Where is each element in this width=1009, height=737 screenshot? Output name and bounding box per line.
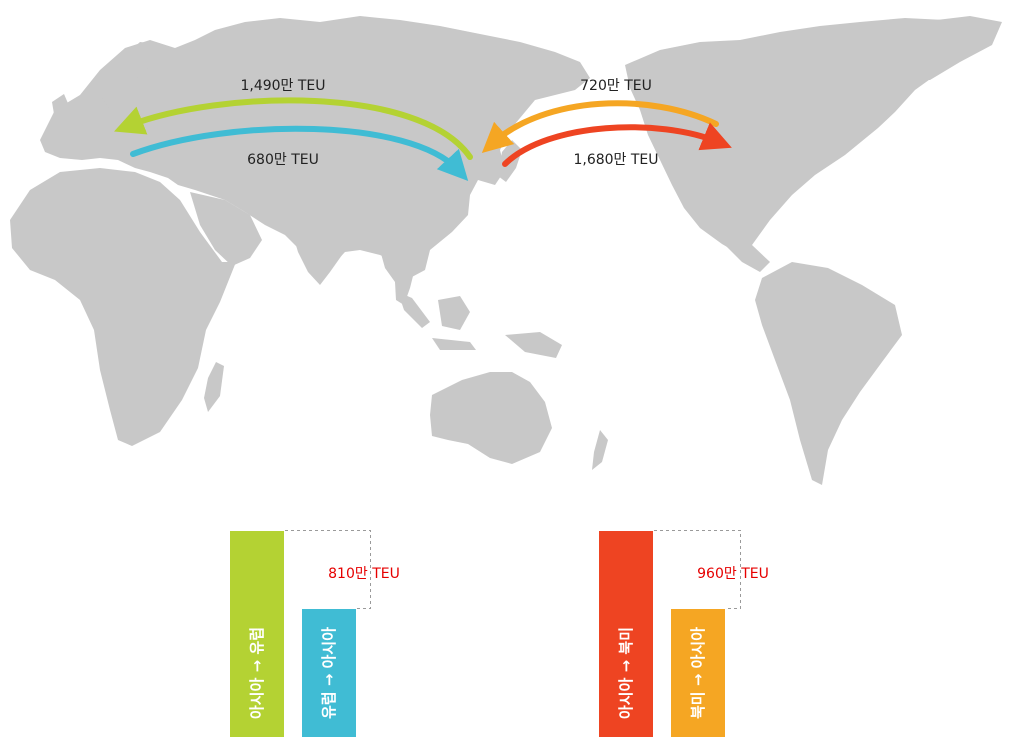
difference-label-europe: 810만 TEU [328,566,400,582]
route-label-asia-to-europe: 1,490만 TEU [240,78,325,94]
landmass-new-zealand [592,430,608,470]
bar-label-asia-to-north-america: 아시아 → 북미 [617,627,635,719]
route-label-north-america-to-asia: 720만 TEU [580,78,652,94]
bar-asia-to-europe [230,531,284,737]
landmass-eurasia [40,16,590,282]
landmass-australia [430,372,552,464]
landmass-north-america [625,18,975,262]
landmass-southeast-asia [380,250,415,305]
bar-europe-to-asia [302,609,356,737]
landmass-sumatra [398,292,430,328]
route-label-europe-to-asia: 680만 TEU [247,152,319,168]
route-arrow-north-america-to-asia [481,100,719,154]
route-arrow-asia-to-europe [114,97,473,160]
difference-bracket-north-america [654,530,741,609]
landmass-british-isles [52,94,70,122]
landmass-central-america [720,240,770,272]
landmass-scandinavia [100,42,158,110]
landmass-india [290,225,345,285]
bar-asia-to-north-america [599,531,653,737]
world-map [10,16,1002,485]
landmass-greenland [885,16,1002,80]
difference-bracket-europe [285,530,371,609]
landmass-south-america [755,262,902,485]
landmass-java [432,338,476,350]
landmass-borneo [438,296,470,330]
bar-label-europe-to-asia: 유럽 → 아시아 [320,627,338,719]
comparison-chart-europe: 810만 TEU 아시아 → 유럽 유럽 → 아시아 [230,530,400,737]
landmass-madagascar [204,362,224,412]
trade-routes: 1,490만 TEU 680만 TEU 720만 TEU 1,680만 TEU [114,78,732,182]
bar-label-north-america-to-asia: 북미 → 아시아 [689,627,707,719]
landmass-new-guinea [505,332,562,358]
difference-label-north-america: 960만 TEU [697,566,769,582]
bar-north-america-to-asia [671,609,725,737]
bar-label-asia-to-europe: 아시아 → 유럽 [248,627,266,719]
route-arrow-europe-to-asia [130,125,469,182]
landmass-africa [10,168,236,446]
comparison-chart-north-america: 960만 TEU 아시아 → 북미 북미 → 아시아 [599,530,769,737]
landmass-arabia [190,192,262,266]
route-arrow-asia-to-north-america [502,122,732,167]
route-label-asia-to-north-america: 1,680만 TEU [573,152,658,168]
